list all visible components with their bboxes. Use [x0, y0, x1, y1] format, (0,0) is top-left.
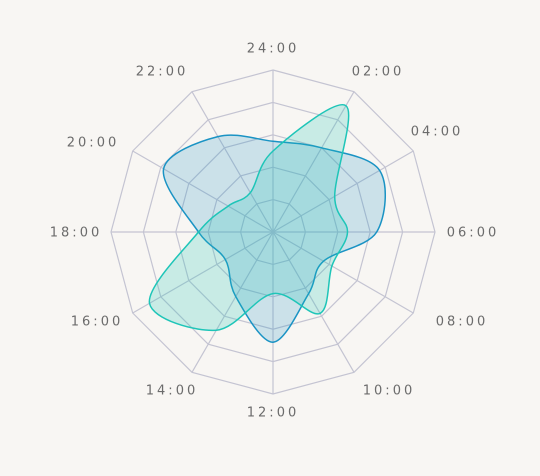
- axis-label-10: 20:00: [67, 136, 119, 151]
- axis-label-6: 12:00: [247, 406, 299, 421]
- axis-label-4: 08:00: [436, 315, 488, 330]
- axis-label-0: 24:00: [247, 42, 299, 57]
- spoke-1: [272, 91, 355, 233]
- axis-label-9: 18:00: [50, 226, 102, 241]
- radar-grid: [110, 69, 436, 395]
- spoke-7: [191, 231, 274, 373]
- spoke-10: [132, 150, 274, 233]
- axis-label-1: 02:00: [352, 65, 404, 80]
- spoke-8: [132, 231, 274, 314]
- radar-series: [148, 104, 386, 343]
- spoke-11: [191, 91, 274, 233]
- series-1-area: [162, 134, 386, 343]
- spoke-4: [272, 231, 414, 314]
- axis-label-7: 14:00: [146, 384, 198, 399]
- axis-labels: 24:00 02:00 04:00 06:00 08:00 10:00 12:00 14:00…: [50, 42, 499, 421]
- spoke-5: [272, 231, 355, 373]
- series-2-area: [148, 104, 350, 332]
- spoke-2: [272, 150, 414, 233]
- axis-label-2: 04:00: [411, 125, 463, 140]
- axis-label-3: 06:00: [447, 226, 499, 241]
- axis-label-11: 22:00: [136, 65, 188, 80]
- axis-label-5: 10:00: [363, 384, 415, 399]
- axis-label-8: 16:00: [71, 315, 123, 330]
